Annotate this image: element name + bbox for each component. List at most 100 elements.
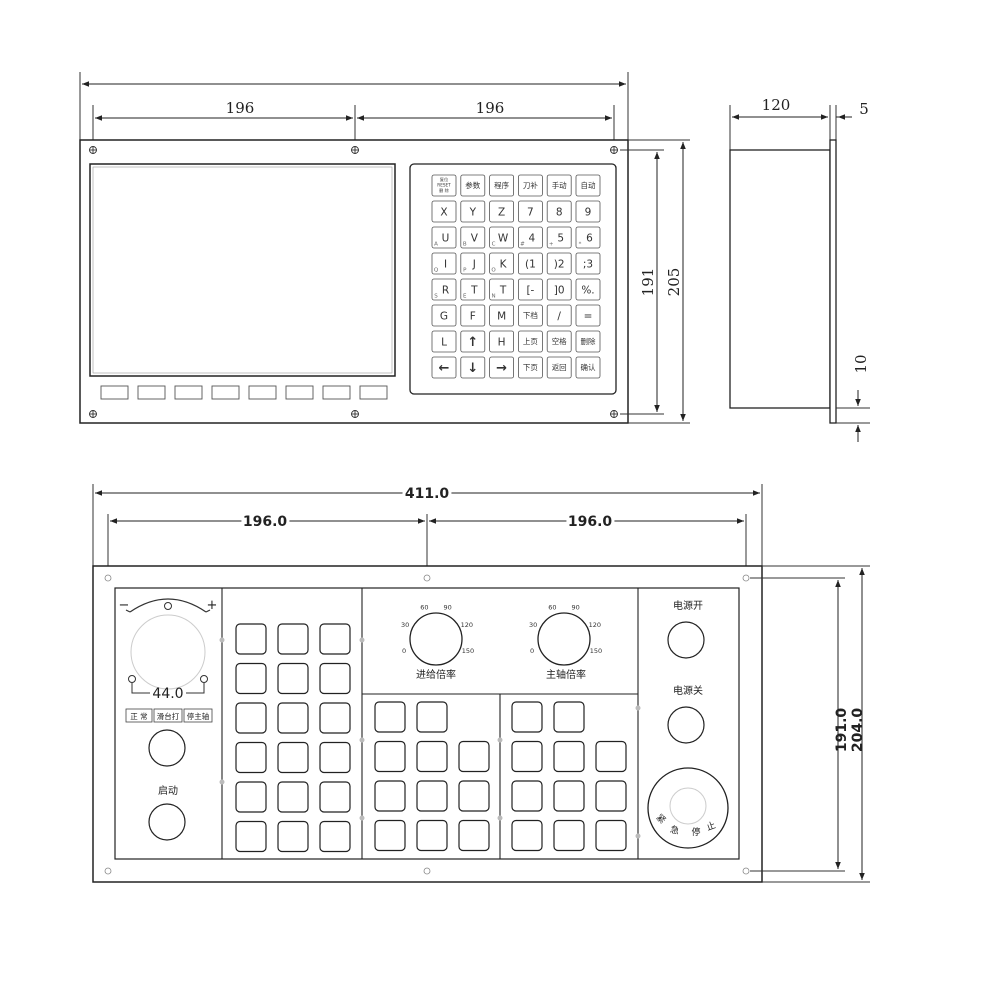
- keypad-key[interactable]: [518, 304, 543, 327]
- keypad-key[interactable]: [518, 356, 543, 379]
- handwheel-dial[interactable]: [130, 614, 206, 690]
- keypad-key[interactable]: [489, 226, 515, 249]
- soft-key[interactable]: [359, 385, 388, 400]
- panel-button[interactable]: [511, 780, 543, 812]
- keypad-key[interactable]: [546, 330, 572, 353]
- keypad-key[interactable]: [431, 252, 457, 275]
- spindle-knob[interactable]: [537, 612, 591, 666]
- panel-button[interactable]: [595, 740, 627, 773]
- keypad-key[interactable]: [431, 174, 457, 197]
- panel-button[interactable]: [319, 702, 351, 734]
- keypad-key[interactable]: [489, 252, 515, 275]
- soft-key[interactable]: [174, 385, 203, 400]
- panel-button[interactable]: [319, 623, 351, 655]
- panel-button[interactable]: [235, 820, 267, 853]
- panel-button[interactable]: [374, 740, 406, 773]
- keypad-key[interactable]: [575, 356, 601, 379]
- keypad-key[interactable]: [518, 330, 543, 353]
- panel-button[interactable]: [553, 701, 585, 733]
- panel-button[interactable]: [458, 780, 490, 812]
- keypad-key[interactable]: [431, 278, 457, 301]
- keypad-key[interactable]: [489, 356, 515, 379]
- panel-button[interactable]: [374, 780, 406, 812]
- panel-button[interactable]: [595, 819, 627, 852]
- soft-key[interactable]: [100, 385, 129, 400]
- keypad-key[interactable]: [518, 252, 543, 275]
- panel-button[interactable]: [511, 740, 543, 773]
- keypad-key[interactable]: [431, 304, 457, 327]
- panel-button[interactable]: [553, 819, 585, 852]
- panel-button[interactable]: [235, 702, 267, 734]
- panel-button[interactable]: [374, 819, 406, 852]
- keypad-key[interactable]: [575, 330, 601, 353]
- panel-button[interactable]: [595, 780, 627, 812]
- panel-button[interactable]: [458, 740, 490, 773]
- soft-key[interactable]: [248, 385, 277, 400]
- keypad-key[interactable]: [460, 174, 486, 197]
- keypad-key[interactable]: [518, 200, 543, 223]
- keypad-key[interactable]: [431, 356, 457, 379]
- panel-button[interactable]: [235, 623, 267, 655]
- keypad-key[interactable]: [546, 200, 572, 223]
- keypad-key[interactable]: [575, 174, 601, 197]
- keypad-key[interactable]: [518, 174, 543, 197]
- keypad-key[interactable]: [460, 200, 486, 223]
- soft-key[interactable]: [322, 385, 351, 400]
- keypad-key[interactable]: [489, 304, 515, 327]
- panel-button[interactable]: [511, 819, 543, 852]
- keypad-key[interactable]: [460, 252, 486, 275]
- panel-button[interactable]: [374, 701, 406, 733]
- panel-button[interactable]: [416, 740, 448, 773]
- keypad-key[interactable]: [575, 200, 601, 223]
- keypad-key[interactable]: [575, 226, 601, 249]
- panel-button[interactable]: [416, 780, 448, 812]
- keypad-key[interactable]: [460, 304, 486, 327]
- panel-button[interactable]: [319, 781, 351, 813]
- feed-knob[interactable]: [409, 612, 463, 666]
- keypad-key[interactable]: [546, 174, 572, 197]
- keypad-key[interactable]: [431, 330, 457, 353]
- panel-button[interactable]: [553, 780, 585, 812]
- panel-button[interactable]: [511, 701, 543, 733]
- keypad-key[interactable]: [460, 330, 486, 353]
- panel-button[interactable]: [277, 662, 309, 695]
- keypad-key[interactable]: [518, 278, 543, 301]
- keypad-key[interactable]: [489, 200, 515, 223]
- keypad-key[interactable]: [489, 278, 515, 301]
- soft-key[interactable]: [285, 385, 314, 400]
- keypad-key[interactable]: [489, 174, 515, 197]
- panel-button[interactable]: [416, 819, 448, 852]
- panel-button[interactable]: [319, 741, 351, 774]
- panel-button[interactable]: [416, 701, 448, 733]
- keypad-key[interactable]: [546, 252, 572, 275]
- keypad-key[interactable]: [460, 278, 486, 301]
- keypad-key[interactable]: [431, 200, 457, 223]
- panel-button[interactable]: [277, 702, 309, 734]
- soft-key[interactable]: [211, 385, 240, 400]
- emergency-stop-button[interactable]: [669, 787, 707, 825]
- soft-key[interactable]: [137, 385, 166, 400]
- keypad-key[interactable]: [575, 278, 601, 301]
- panel-button[interactable]: [319, 662, 351, 695]
- keypad-key[interactable]: [546, 226, 572, 249]
- keypad-key[interactable]: [546, 356, 572, 379]
- panel-button[interactable]: [277, 781, 309, 813]
- panel-button[interactable]: [235, 662, 267, 695]
- keypad-key[interactable]: [460, 226, 486, 249]
- keypad-key[interactable]: [489, 330, 515, 353]
- panel-button[interactable]: [277, 741, 309, 774]
- selector-button[interactable]: [148, 729, 186, 767]
- panel-button[interactable]: [458, 819, 490, 852]
- panel-button[interactable]: [319, 820, 351, 853]
- keypad-key[interactable]: [575, 252, 601, 275]
- keypad-key[interactable]: [518, 226, 543, 249]
- panel-button[interactable]: [235, 781, 267, 813]
- keypad-key[interactable]: [575, 304, 601, 327]
- panel-button[interactable]: [277, 820, 309, 853]
- panel-button[interactable]: [235, 741, 267, 774]
- panel-button[interactable]: [553, 740, 585, 773]
- power-off-button[interactable]: [667, 706, 705, 744]
- keypad-key[interactable]: [546, 304, 572, 327]
- keypad-key[interactable]: [546, 278, 572, 301]
- panel-button[interactable]: [277, 623, 309, 655]
